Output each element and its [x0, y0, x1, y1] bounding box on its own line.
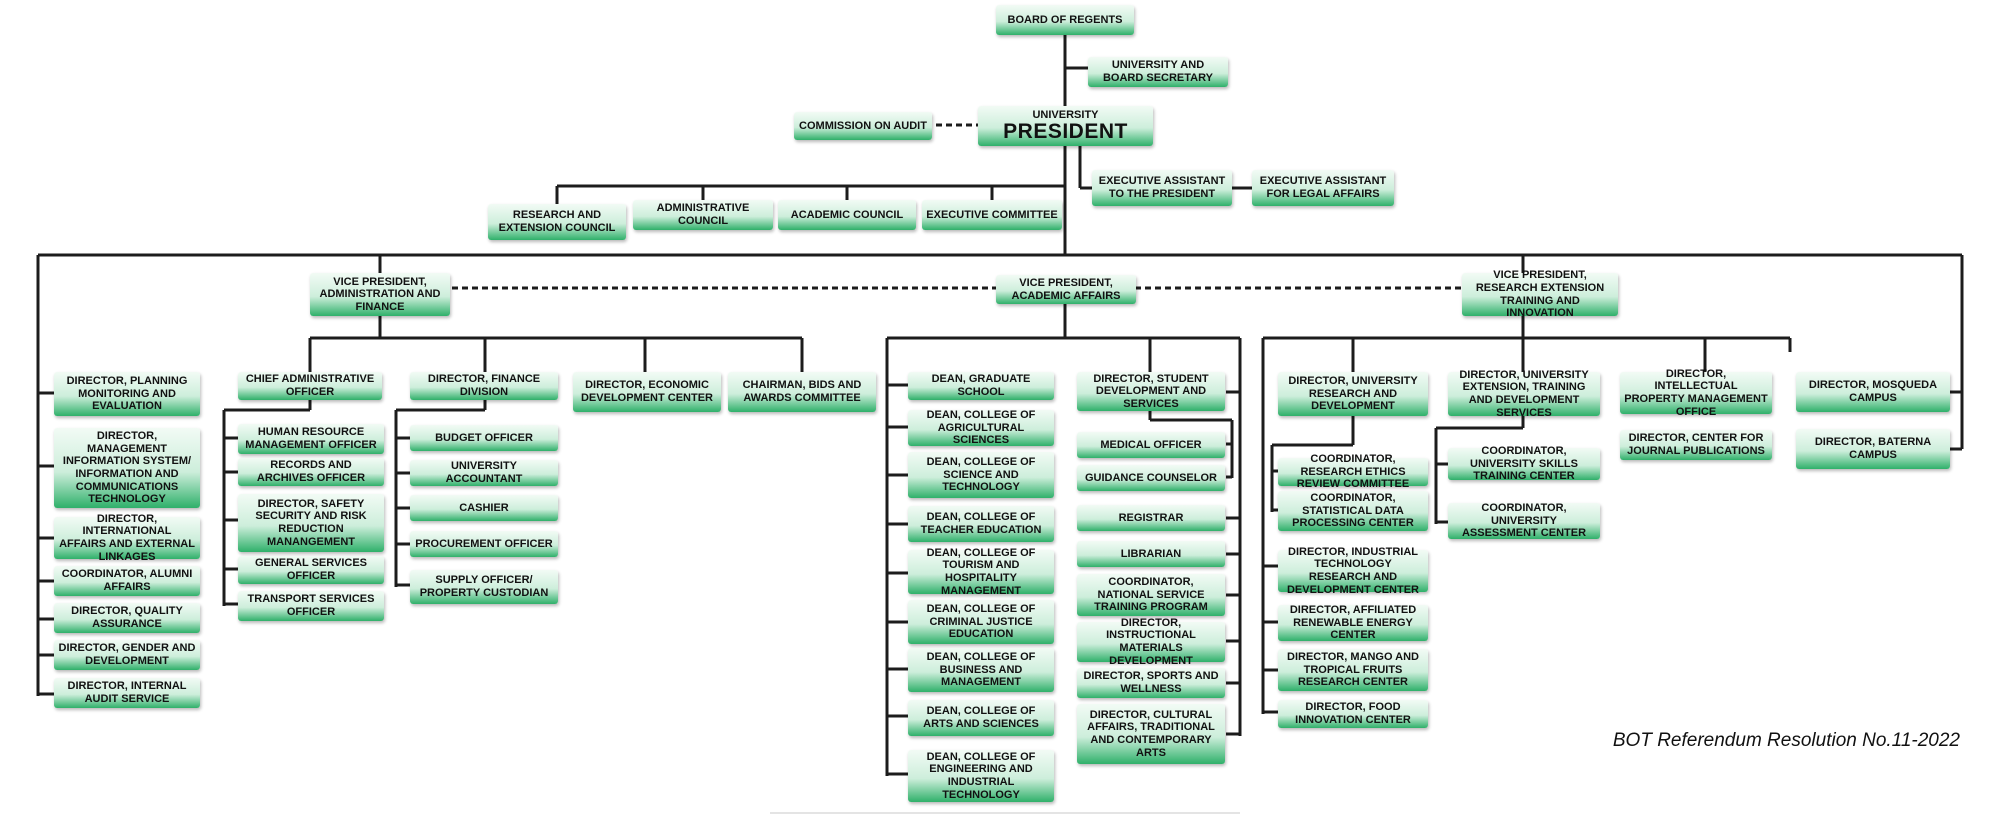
academic-unit-box: DIRECTOR, CULTURAL AFFAIRS, TRADITIONAL … — [1077, 704, 1225, 764]
academic-unit-box: LIBRARIAN — [1077, 541, 1225, 567]
resolution-reference: BOT Referendum Resolution No.11-2022 — [1612, 730, 1960, 751]
research-development-box: DIRECTOR, UNIVERSITY RESEARCH AND DEVELO… — [1278, 372, 1428, 416]
office-box: DIRECTOR, QUALITY ASSURANCE — [54, 603, 200, 633]
admin-unit-box: DIRECTOR, SAFETY SECURITY AND RISK REDUC… — [238, 494, 384, 552]
dean-box: DEAN, COLLEGE OF CRIMINAL JUSTICE EDUCAT… — [908, 600, 1054, 644]
vp-admin-finance-box: VICE PRESIDENT, ADMINISTRATION AND FINAN… — [310, 273, 450, 316]
research-unit-box: COORDINATOR, STATISTICAL DATA PROCESSING… — [1278, 491, 1428, 531]
office-box: DIRECTOR, PLANNING MONITORING AND EVALUA… — [54, 372, 200, 416]
dean-box: DEAN, GRADUATE SCHOOL — [908, 372, 1054, 400]
admin-unit-box: RECORDS AND ARCHIVES OFFICER — [238, 458, 384, 486]
admin-unit-box: TRANSPORT SERVICES OFFICER — [238, 591, 384, 621]
office-box: DIRECTOR, MANAGEMENT INFORMATION SYSTEM/… — [54, 428, 200, 508]
student-unit-box: GUIDANCE COUNSELOR — [1077, 465, 1225, 491]
president-title: PRESIDENT — [1003, 120, 1128, 144]
board-secretary-box: UNIVERSITY AND BOARD SECRETARY — [1088, 57, 1228, 87]
president-prefix: UNIVERSITY — [1032, 108, 1099, 121]
council-box: ADMINISTRATIVE COUNCIL — [633, 200, 773, 230]
exec-assistant-president-box: EXECUTIVE ASSISTANT TO THE PRESIDENT — [1092, 170, 1232, 206]
office-box: DIRECTOR, GENDER AND DEVELOPMENT — [54, 640, 200, 670]
finance-unit-box: SUPPLY OFFICER/ PROPERTY CUSTODIAN — [410, 570, 558, 604]
office-box: DIRECTOR, INTERNAL AUDIT SERVICE — [54, 678, 200, 708]
academic-unit-box: DIRECTOR, SPORTS AND WELLNESS — [1077, 668, 1225, 698]
extension-unit-box: COORDINATOR, UNIVERSITY SKILLS TRAINING … — [1448, 445, 1600, 482]
extension-box: DIRECTOR, UNIVERSITY EXTENSION, TRAINING… — [1448, 369, 1600, 419]
council-box: ACADEMIC COUNCIL — [778, 200, 916, 230]
dean-box: DEAN, COLLEGE OF SCIENCE AND TECHNOLOGY — [908, 452, 1054, 498]
dean-box: DEAN, COLLEGE OF TOURISM AND HOSPITALITY… — [908, 547, 1054, 597]
finance-unit-box: BUDGET OFFICER — [410, 425, 558, 451]
extension-unit-box: COORDINATOR, UNIVERSITY ASSESSMENT CENTE… — [1448, 502, 1600, 539]
research-center-box: DIRECTOR, INDUSTRIAL TECHNOLOGY RESEARCH… — [1278, 546, 1428, 596]
academic-unit-box: REGISTRAR — [1077, 505, 1225, 531]
student-development-box: DIRECTOR, STUDENT DEVELOPMENT AND SERVIC… — [1077, 372, 1225, 411]
chief-admin-officer-box: CHIEF ADMINISTRATIVE OFFICER — [238, 372, 382, 400]
finance-unit-box: CASHIER — [410, 495, 558, 521]
research-center-box: DIRECTOR, MANGO AND TROPICAL FRUITS RESE… — [1278, 649, 1428, 691]
ip-office-box: DIRECTOR, INTELLECTUAL PROPERTY MANAGEME… — [1620, 368, 1772, 418]
exec-assistant-legal-box: EXECUTIVE ASSISTANT FOR LEGAL AFFAIRS — [1252, 170, 1394, 206]
finance-director-box: DIRECTOR, FINANCE DIVISION — [410, 372, 558, 400]
journal-center-box: DIRECTOR, CENTER FOR JOURNAL PUBLICATION… — [1620, 430, 1772, 460]
research-unit-box: COORDINATOR, RESEARCH ETHICS REVIEW COMM… — [1278, 453, 1428, 490]
vp-research-box: VICE PRESIDENT, RESEARCH EXTENSION TRAIN… — [1462, 269, 1618, 319]
campus-box: DIRECTOR, BATERNA CAMPUS — [1796, 429, 1950, 469]
council-box: EXECUTIVE COMMITTEE — [922, 200, 1062, 230]
dean-box: DEAN, COLLEGE OF BUSINESS AND MANAGEMENT — [908, 648, 1054, 692]
student-unit-box: MEDICAL OFFICER — [1077, 432, 1225, 458]
bids-awards-box: CHAIRMAN, BIDS AND AWARDS COMMITTEE — [728, 372, 876, 412]
academic-unit-box: DIRECTOR, INSTRUCTIONAL MATERIALS DEVELO… — [1077, 617, 1225, 667]
finance-unit-box: UNIVERSITY ACCOUNTANT — [410, 460, 558, 486]
council-box: RESEARCH AND EXTENSION COUNCIL — [488, 204, 626, 240]
commission-on-audit-box: COMMISSION ON AUDIT — [794, 112, 932, 140]
bottom-divider — [770, 812, 1240, 814]
finance-unit-box: PROCUREMENT OFFICER — [410, 531, 558, 557]
admin-unit-box: HUMAN RESOURCE MANAGEMENT OFFICER — [238, 424, 384, 454]
dean-box: DEAN, COLLEGE OF ENGINEERING AND INDUSTR… — [908, 750, 1054, 802]
research-center-box: DIRECTOR, AFFILIATED RENEWABLE ENERGY CE… — [1278, 604, 1428, 641]
campus-box: DIRECTOR, MOSQUEDA CAMPUS — [1796, 372, 1950, 412]
board-of-regents-box: BOARD OF REGENTS — [996, 5, 1134, 35]
academic-unit-box: COORDINATOR, NATIONAL SERVICE TRAINING P… — [1077, 574, 1225, 616]
admin-unit-box: GENERAL SERVICES OFFICER — [238, 556, 384, 584]
dean-box: DEAN, COLLEGE OF AGRICULTURAL SCIENCES — [908, 409, 1054, 446]
research-center-box: DIRECTOR, FOOD INNOVATION CENTER — [1278, 700, 1428, 728]
vp-academic-affairs-box: VICE PRESIDENT, ACADEMIC AFFAIRS — [996, 275, 1136, 304]
dean-box: DEAN, COLLEGE OF ARTS AND SCIENCES — [908, 700, 1054, 736]
president-box: UNIVERSITY PRESIDENT — [978, 106, 1153, 146]
office-box: COORDINATOR, ALUMNI AFFAIRS — [54, 566, 200, 596]
economic-development-box: DIRECTOR, ECONOMIC DEVELOPMENT CENTER — [573, 372, 721, 412]
office-box: DIRECTOR, INTERNATIONAL AFFAIRS AND EXTE… — [54, 513, 200, 563]
dean-box: DEAN, COLLEGE OF TEACHER EDUCATION — [908, 506, 1054, 542]
